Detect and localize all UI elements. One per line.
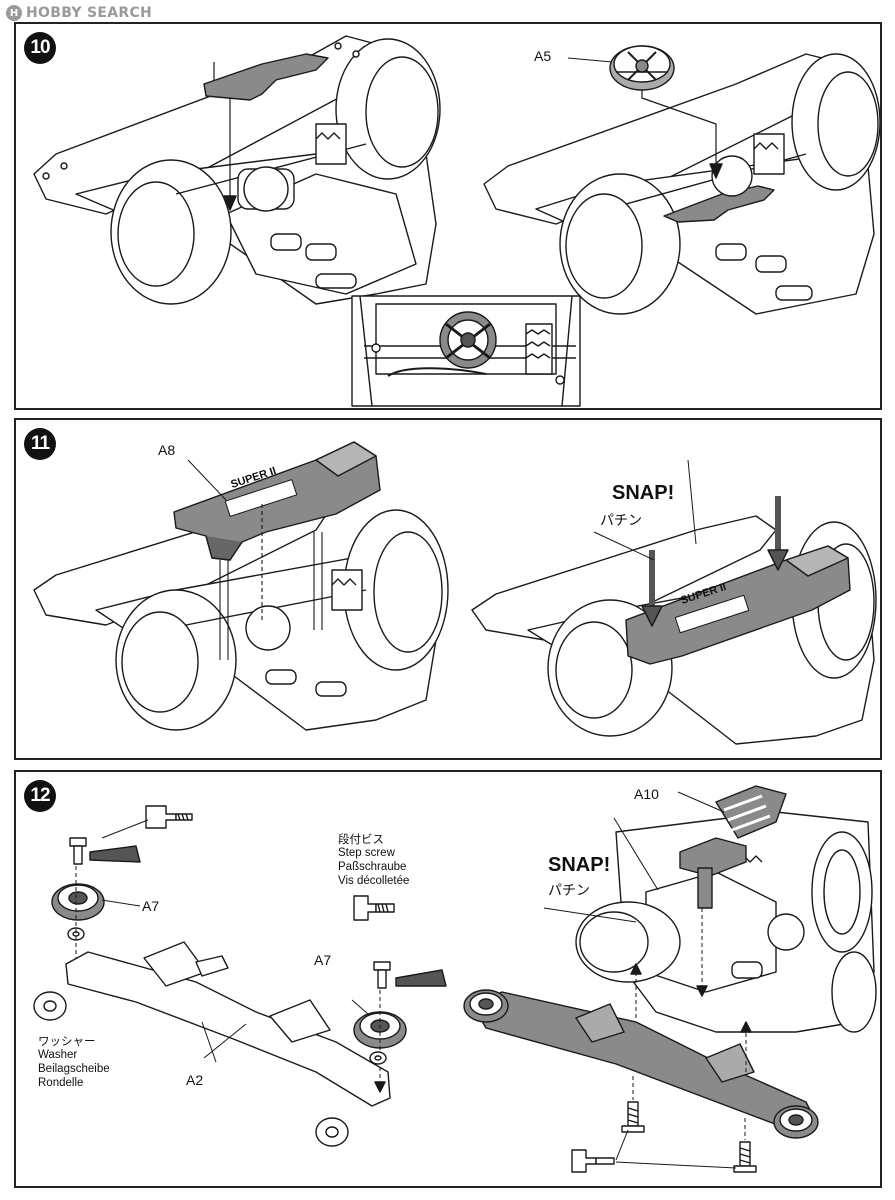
step-12-illustration [33,785,877,1173]
washer-ja: ワッシャー [38,1034,96,1048]
step-screw-de: Paßschraube [338,861,407,873]
part-label-a5: A5 [534,48,552,64]
step-number-badge: 12 [24,780,56,812]
snap-label: SNAP! [612,482,675,504]
part-label-a10: A10 [634,786,659,802]
step-screw-ja: 段付ビス [338,832,384,846]
watermark-text: HOBBY SEARCH [26,5,153,21]
step-11-illustration [33,441,877,745]
step-12-panel: 12 A7 A7 A2 A10 SNAP! パチン 段付ビス Step scre… [14,770,882,1188]
washer-fr: Rondelle [38,1077,84,1089]
washer-caption: ワッシャー Washer Beilagscheibe Rondelle [38,1034,110,1090]
snap-label: SNAP! [548,854,611,876]
part-label-a7-right: A7 [314,952,332,968]
step-number-badge: 11 [24,428,56,460]
step-screw-fr: Vis décolletée [338,875,410,887]
part-label-a8: A8 [158,442,176,458]
part-label-a7-left: A7 [142,898,160,914]
hobby-search-logo-icon: H [6,5,22,21]
watermark: H HOBBY SEARCH [6,4,152,22]
step-10-illustration [33,35,880,407]
step-screw-caption: 段付ビス Step screw Paßschraube Vis décollet… [338,832,409,888]
washer-en: Washer [38,1049,78,1061]
step-10-panel: 10 A5 [14,22,882,410]
washer-de: Beilagscheibe [38,1063,110,1075]
part-label-a2: A2 [186,1072,204,1088]
step-11-panel: 11 A8 SNAP! パチン SUPER II SUPER II [14,418,882,760]
step-number-badge: 10 [24,32,56,64]
snap-label-ja: パチン [600,513,642,529]
snap-label-ja: パチン [548,883,590,899]
step-screw-en: Step screw [338,847,395,859]
